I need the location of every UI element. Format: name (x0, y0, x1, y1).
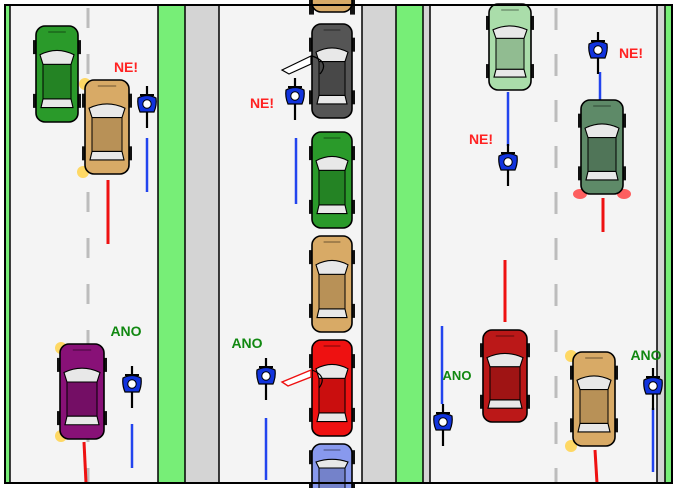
panel-middle: NE! ANO (184, 0, 423, 493)
verdict-label-no: NE! (469, 131, 493, 147)
car-trail (82, 441, 88, 484)
rider-helmet (503, 157, 513, 167)
car-roof (318, 169, 346, 206)
car-roof (587, 137, 617, 172)
car-roof (91, 117, 123, 152)
car-roof (579, 389, 609, 424)
curb (185, 5, 219, 483)
cyclist-icon (285, 78, 305, 120)
car-rear-window (316, 204, 348, 215)
cyclist-icon (643, 368, 663, 410)
cyclist-icon (137, 86, 157, 128)
car-wheel (309, 0, 314, 15)
rider-helmet (438, 417, 448, 427)
verdict-label-yes: ANO (231, 335, 262, 351)
car-roof (489, 366, 521, 401)
cyclist-icon (256, 358, 276, 400)
car-trail (593, 449, 599, 484)
car-windshield (486, 352, 524, 368)
verdict-label-no: NE! (250, 95, 274, 111)
car-windshield (88, 103, 126, 119)
rider-helmet (593, 45, 603, 55)
car-windshield (492, 25, 528, 39)
car-windshield (576, 375, 612, 391)
car-windshield (315, 259, 349, 275)
road (430, 5, 657, 483)
verdict-label-no: NE! (114, 59, 138, 75)
rider-helmet (127, 379, 137, 389)
car-roof (66, 381, 98, 417)
car-icon (309, 443, 355, 493)
car-icon (309, 131, 355, 229)
car-windshield (315, 458, 349, 469)
panel-left: NE! ANO (5, 5, 185, 484)
car-rear-window (316, 412, 348, 423)
car-rear-window (316, 94, 348, 105)
car-roof (318, 467, 346, 491)
cyclist-icon (122, 366, 142, 408)
car-icon (570, 351, 618, 447)
verdict-label-yes: ANO (630, 347, 661, 363)
car-rear-window (487, 399, 523, 409)
car-rear-window (493, 68, 527, 78)
car-windshield (315, 155, 349, 171)
cyclist-icon (498, 144, 518, 186)
curb (423, 5, 430, 483)
car-rear-window (89, 150, 125, 161)
verdict-label-no: NE! (619, 45, 643, 61)
car-icon (309, 339, 355, 437)
curb (362, 5, 396, 483)
grass-strip (665, 5, 672, 483)
car-roof (318, 377, 346, 414)
turn-signal-glow (565, 440, 577, 452)
verdict-label-yes: ANO (443, 368, 472, 383)
rider-helmet (648, 381, 658, 391)
car-icon (480, 329, 530, 423)
car-roof (42, 63, 72, 100)
car-roof (318, 273, 346, 310)
car-rear-window (316, 308, 348, 319)
car-roof (318, 61, 346, 96)
curb (657, 5, 665, 483)
car-icon (33, 25, 81, 123)
grass-strip (5, 5, 10, 483)
grass-strip (396, 5, 423, 483)
cyclist-icon (433, 404, 453, 446)
car-icon (309, 235, 355, 333)
diagram-frame (4, 4, 673, 484)
car-icon (82, 79, 132, 175)
verdict-label-yes: ANO (110, 323, 141, 339)
car-rear-window (64, 415, 100, 426)
car-windshield (315, 363, 349, 379)
rider-helmet (290, 91, 300, 101)
car-icon (309, 23, 355, 119)
car-rear-window (577, 422, 611, 433)
car-windshield (39, 49, 75, 65)
rider-helmet (142, 99, 152, 109)
car-windshield (63, 367, 101, 383)
car-icon (578, 99, 626, 195)
car-icon (486, 3, 534, 91)
cyclist-icon (588, 32, 608, 74)
grass-strip (158, 5, 185, 483)
car-icon (57, 343, 107, 440)
car-windshield (584, 123, 620, 139)
car-door-icon (280, 368, 323, 389)
car-door-icon (280, 55, 325, 75)
rider-helmet (261, 371, 271, 381)
car-roof (495, 37, 525, 70)
car-rear-window (40, 98, 74, 109)
car-windshield (315, 47, 349, 63)
car-rear-window (585, 170, 619, 181)
panel-right: NE! NE! ANO ANO (422, 3, 672, 484)
car-wheel (350, 0, 355, 15)
